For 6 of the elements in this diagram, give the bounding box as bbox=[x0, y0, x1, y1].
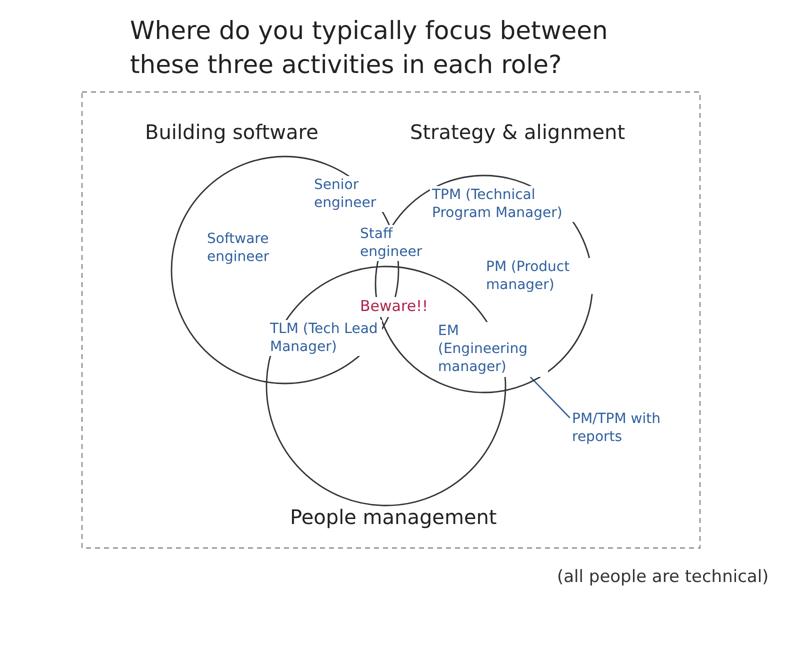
leader-line bbox=[530, 376, 570, 418]
circle-heading: People management bbox=[290, 505, 497, 529]
title: Where do you typically focus between these three activities in each role? bbox=[130, 15, 609, 81]
circle-heading: Strategy & alignment bbox=[410, 120, 626, 144]
role-label: TLM (Tech Lead Manager) bbox=[268, 320, 382, 356]
circle-heading: Building software bbox=[145, 120, 318, 144]
